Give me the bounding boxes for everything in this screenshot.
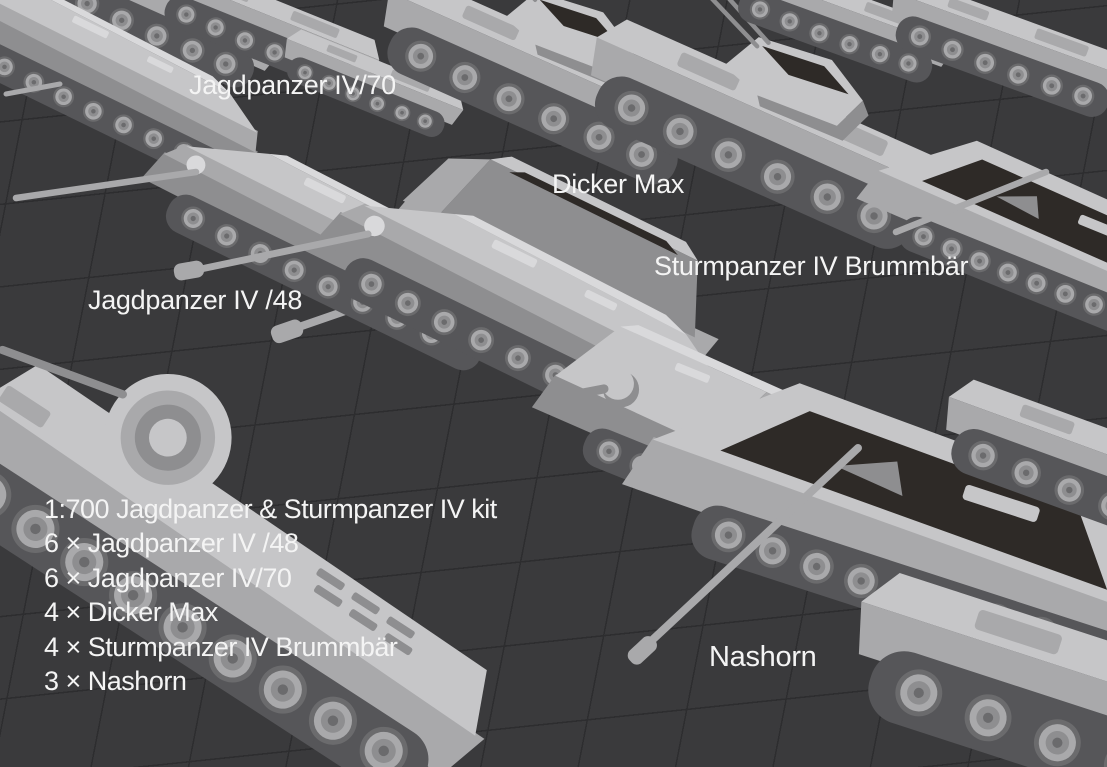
kit-item: 6 × Jagdpanzer IV/70 [44, 562, 292, 593]
kit-title: 1:700 Jagdpanzer & Sturmpanzer IV kit [44, 494, 497, 524]
label-sturmpanzer-iv-brummbar: Sturmpanzer IV Brummbär [654, 251, 969, 281]
label-jagdpanzer-iv-48: Jagdpanzer IV /48 [88, 285, 303, 315]
model-stug-top-left [0, 0, 281, 198]
model-jagdpanzer-iv-48 [173, 158, 750, 465]
kit-contents-block: 1:700 Jagdpanzer & Sturmpanzer IV kit 6 … [44, 492, 497, 698]
kit-item: 6 × Jagdpanzer IV /48 [44, 528, 299, 559]
kit-item: 4 × Sturmpanzer IV Brummbär [44, 631, 398, 662]
label-nashorn: Nashorn [709, 641, 817, 673]
model-spg-right [846, 107, 1107, 364]
label-dicker-max: Dicker Max [552, 169, 685, 199]
model-nashorn [608, 341, 1107, 702]
model-jagdpanzer-iv-70 [12, 103, 542, 386]
kit-item: 3 × Nashorn [44, 666, 187, 697]
kit-item: 4 × Dicker Max [44, 597, 218, 628]
label-jagdpanzer-iv-70: Jagdpanzer IV/70 [189, 70, 396, 100]
